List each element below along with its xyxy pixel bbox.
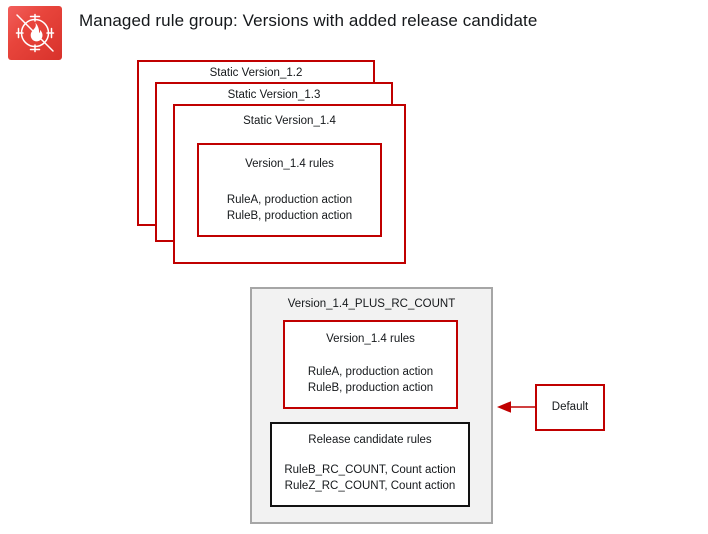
page-title: Managed rule group: Versions with added …	[79, 11, 538, 30]
rc-production-rules-box: Version_1.4 rules RuleA, production acti…	[283, 320, 458, 409]
release-candidate-rules-box: Release candidate rules RuleB_RC_COUNT, …	[270, 422, 470, 507]
static-version-label-1-3: Static Version_1.3	[227, 89, 321, 101]
version-1-4-rules-title: Version_1.4 rules	[245, 158, 334, 170]
version-1-4-rules-list: RuleA, production action RuleB, producti…	[199, 192, 380, 224]
default-callout-box: Default	[535, 384, 605, 431]
rule-line: RuleB, production action	[226, 210, 353, 222]
rule-line: RuleA, production action	[226, 194, 353, 206]
rc-production-rules-list: RuleA, production action RuleB, producti…	[285, 364, 456, 396]
rc-production-rules-title: Version_1.4 rules	[326, 333, 415, 345]
version-1-4-rules-box: Version_1.4 rules RuleA, production acti…	[197, 143, 382, 237]
rule-line: RuleA, production action	[307, 366, 434, 378]
default-arrow-icon	[495, 398, 537, 416]
rule-line: RuleZ_RC_COUNT, Count action	[284, 480, 456, 492]
rule-line: RuleB, production action	[307, 382, 434, 394]
release-candidate-rules-list: RuleB_RC_COUNT, Count action RuleZ_RC_CO…	[272, 462, 468, 494]
aws-waf-icon	[8, 6, 62, 60]
version-plus-rc-count-title: Version_1.4_PLUS_RC_COUNT	[287, 298, 456, 310]
release-candidate-rules-title: Release candidate rules	[308, 434, 432, 446]
static-version-label-1-2: Static Version_1.2	[209, 67, 303, 79]
static-version-label-1-4: Static Version_1.4	[243, 115, 336, 127]
default-callout-label: Default	[551, 401, 589, 413]
rule-line: RuleB_RC_COUNT, Count action	[284, 464, 456, 476]
